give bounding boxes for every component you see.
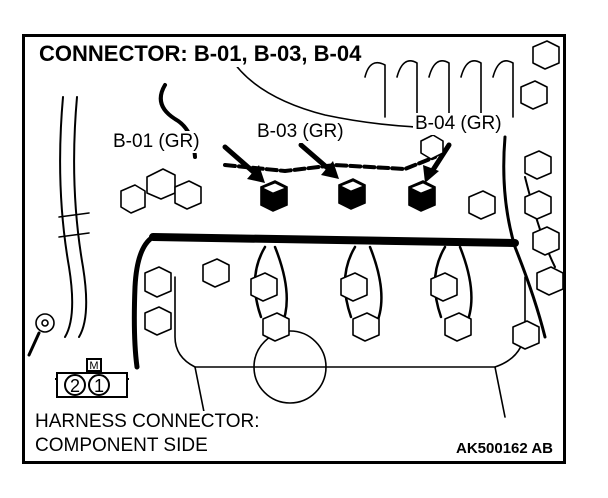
- connector-box: [468, 190, 496, 220]
- engine-harness-illustration: M 2 1: [27, 40, 563, 418]
- left-hose-a: [59, 96, 74, 338]
- connector-box: [174, 180, 202, 210]
- intake-runners: [364, 60, 514, 118]
- arrow-b04: [428, 142, 452, 176]
- connector-box: [340, 272, 368, 302]
- connector-box: [524, 190, 552, 220]
- connector-box: [144, 306, 172, 336]
- connector-box: [250, 272, 278, 302]
- pin-2: 2: [70, 376, 80, 396]
- connector-box: [430, 272, 458, 302]
- main-harness-left: [131, 234, 156, 370]
- engine-block-edge: [194, 366, 506, 418]
- connector-box: [532, 40, 560, 70]
- connector-box: [202, 258, 230, 288]
- note-line-2: COMPONENT SIDE: [35, 435, 208, 457]
- connector-box: [444, 312, 472, 342]
- callout-b04: B-04 (GR): [413, 113, 504, 135]
- callout-b03: B-03 (GR): [255, 121, 346, 143]
- pin-1: 1: [94, 376, 104, 396]
- injector-wire: [223, 155, 437, 173]
- connector-box: [512, 320, 540, 350]
- connector-box: [536, 266, 563, 296]
- connector-box: [532, 226, 560, 256]
- connector-box: [262, 312, 290, 342]
- connector-box: [144, 266, 172, 298]
- diagram-frame: M 2 1 CONNECTOR: B-01, B-03, B-04 B-01 (…: [22, 34, 566, 464]
- arrow-b03: [298, 142, 334, 174]
- left-hose-band: [58, 212, 90, 238]
- harness-connector-symbol: [55, 358, 129, 398]
- left-hose-b: [73, 96, 88, 338]
- connector-box: [352, 312, 380, 342]
- connector-box: [520, 80, 548, 110]
- arrow-b01: [222, 144, 260, 178]
- connector-box: [420, 134, 444, 160]
- diagram-title: CONNECTOR: B-01, B-03, B-04: [35, 41, 366, 67]
- figure-code: AK500162 AB: [454, 440, 555, 457]
- connector-mark: M: [89, 360, 98, 372]
- ring-terminal-hole: [41, 319, 49, 327]
- engine-plug-hole: [253, 330, 327, 404]
- harness-right: [502, 135, 547, 339]
- ring-terminal: [35, 313, 55, 333]
- note-line-1: HARNESS CONNECTOR:: [35, 411, 260, 433]
- connector-box: [146, 168, 176, 200]
- main-harness: [149, 233, 519, 247]
- ring-terminal-lead: [27, 331, 41, 357]
- connector-box: [120, 184, 146, 214]
- callout-b01: B-01 (GR): [111, 131, 202, 153]
- connector-box: [524, 150, 552, 180]
